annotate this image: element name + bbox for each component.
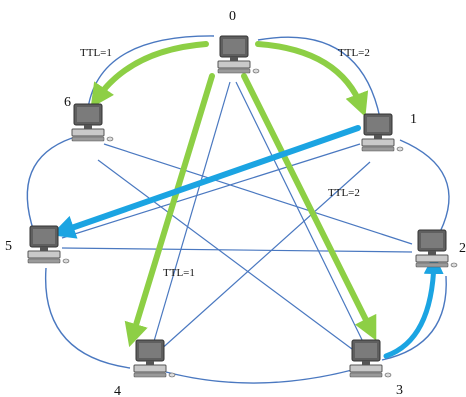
ttl-label-top-left: TTL=1 xyxy=(80,47,112,59)
flood-arrows-green xyxy=(90,41,377,348)
ring-links xyxy=(26,35,450,384)
arrow-0-to-3 xyxy=(241,73,377,341)
node-label-4: 4 xyxy=(114,384,121,397)
link-3-4 xyxy=(165,369,353,384)
ttl-label-middle-right: TTL=2 xyxy=(328,187,360,199)
node-label-0: 0 xyxy=(229,9,236,24)
arrow-0-to-1 xyxy=(255,41,369,117)
arrow-0-to-4 xyxy=(124,73,215,348)
computer-node-2[interactable] xyxy=(415,229,458,268)
computer-node-6[interactable] xyxy=(71,103,114,142)
link-1-4 xyxy=(157,161,371,353)
link-4-5 xyxy=(44,267,131,369)
computer-node-4[interactable] xyxy=(133,339,176,378)
link-1-2 xyxy=(399,139,450,233)
link-0-3 xyxy=(235,81,367,349)
link-3-6 xyxy=(97,159,357,353)
computer-node-1[interactable] xyxy=(361,113,404,152)
ttl-label-top-right: TTL=2 xyxy=(338,47,370,59)
link-2-5 xyxy=(61,247,413,253)
computer-node-3[interactable] xyxy=(349,339,392,378)
node-label-1: 1 xyxy=(410,112,417,127)
arrow-1-to-5 xyxy=(50,125,361,239)
cross-links xyxy=(61,81,413,353)
link-5-6 xyxy=(26,137,73,233)
node-label-6: 6 xyxy=(64,95,71,110)
link-1-5 xyxy=(61,143,361,239)
ttl-label-lower-middle: TTL=1 xyxy=(163,267,195,279)
node-label-5: 5 xyxy=(5,239,12,254)
link-2-3 xyxy=(381,275,447,361)
arrow-3-to-2 xyxy=(383,254,444,359)
node-label-3: 3 xyxy=(396,383,403,397)
flood-arrows-cyan xyxy=(50,125,444,359)
link-2-6 xyxy=(103,143,413,245)
computer-node-0[interactable] xyxy=(217,35,260,74)
node-label-2: 2 xyxy=(459,241,466,256)
arrow-0-to-6 xyxy=(90,41,209,108)
link-0-4 xyxy=(151,81,231,349)
link-0-1 xyxy=(257,36,381,119)
